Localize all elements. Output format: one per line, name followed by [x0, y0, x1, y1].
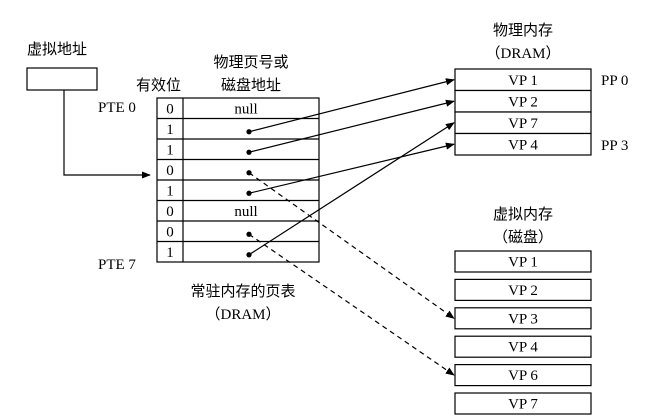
pp-first-label: PP 0	[601, 73, 629, 89]
physical-memory: VP 1 VP 2 VP 7 VP 4	[454, 68, 592, 156]
pp-last-label: PP 3	[601, 138, 629, 154]
disk-page-label: VP 1	[508, 255, 538, 271]
disk-page-label: VP 3	[508, 311, 538, 327]
pte-to-memory-arrow	[248, 142, 455, 194]
disk-page-slot	[454, 335, 592, 358]
address-header-line2: 磁盘地址	[220, 78, 281, 94]
page-table-caption-line2: （DRAM）	[205, 307, 281, 323]
virtual-address-label: 虚拟地址	[27, 42, 88, 58]
pte-valid-bit: 0	[166, 224, 174, 240]
pointer-arrows	[248, 78, 455, 376]
pte-valid-bit: 1	[166, 122, 174, 138]
physical-memory-title-line2: （DRAM）	[485, 46, 561, 62]
disk-page-slot	[454, 392, 592, 415]
pte-last-label: PTE 7	[98, 257, 136, 273]
valid-bit-header: 有效位	[136, 78, 182, 94]
disk-page-slot	[454, 307, 592, 330]
pte-to-memory-arrow	[248, 122, 455, 256]
pte-valid-bit: 0	[166, 204, 174, 220]
disk-page-label: VP 6	[508, 368, 538, 384]
pte-valid-bit: 1	[166, 142, 174, 158]
pte-to-memory-arrow	[248, 99, 455, 153]
physical-page-label: VP 2	[508, 94, 538, 110]
physical-memory-title-line1: 物理内存	[492, 23, 553, 39]
disk-page-slot	[454, 364, 592, 387]
pte-address-text: null	[234, 204, 257, 220]
virtual-memory-disk: VP 1 VP 2 VP 3 VP 4 VP 6 VP 7	[454, 250, 592, 415]
physical-page-label: VP 1	[508, 73, 538, 89]
pte-valid-bit: 1	[166, 245, 174, 261]
pte-to-memory-arrow	[248, 78, 455, 133]
disk-page-slot	[454, 250, 592, 273]
page-table: 0 null 1 1 0 1 0 null 0 1	[156, 97, 320, 263]
disk-page-label: VP 2	[508, 283, 538, 299]
disk-page-label: VP 4	[508, 340, 538, 356]
virtual-address-arrow	[63, 90, 151, 179]
pte-valid-bit: 1	[166, 183, 174, 199]
pte-first-label: PTE 0	[98, 100, 136, 116]
disk-page-label: VP 7	[508, 397, 538, 413]
disk-page-slot	[454, 278, 592, 301]
physical-page-slot	[454, 132, 592, 156]
pte-address-text: null	[234, 101, 257, 117]
virtual-address-box	[26, 67, 98, 91]
pte-to-disk-arrow	[248, 172, 455, 319]
address-header-line1: 物理页号或	[213, 55, 289, 71]
pte-valid-bit: 0	[166, 101, 174, 117]
physical-page-label: VP 7	[508, 116, 538, 132]
virtual-memory-title-line2: （磁盘）	[492, 230, 553, 246]
pte-valid-bit: 0	[166, 163, 174, 179]
pte-to-disk-arrow	[248, 233, 455, 376]
virtual-memory-title-line1: 虚拟内存	[492, 207, 553, 223]
page-table-caption-line1: 常驻内存的页表	[190, 284, 296, 300]
physical-page-label: VP 4	[508, 137, 538, 153]
